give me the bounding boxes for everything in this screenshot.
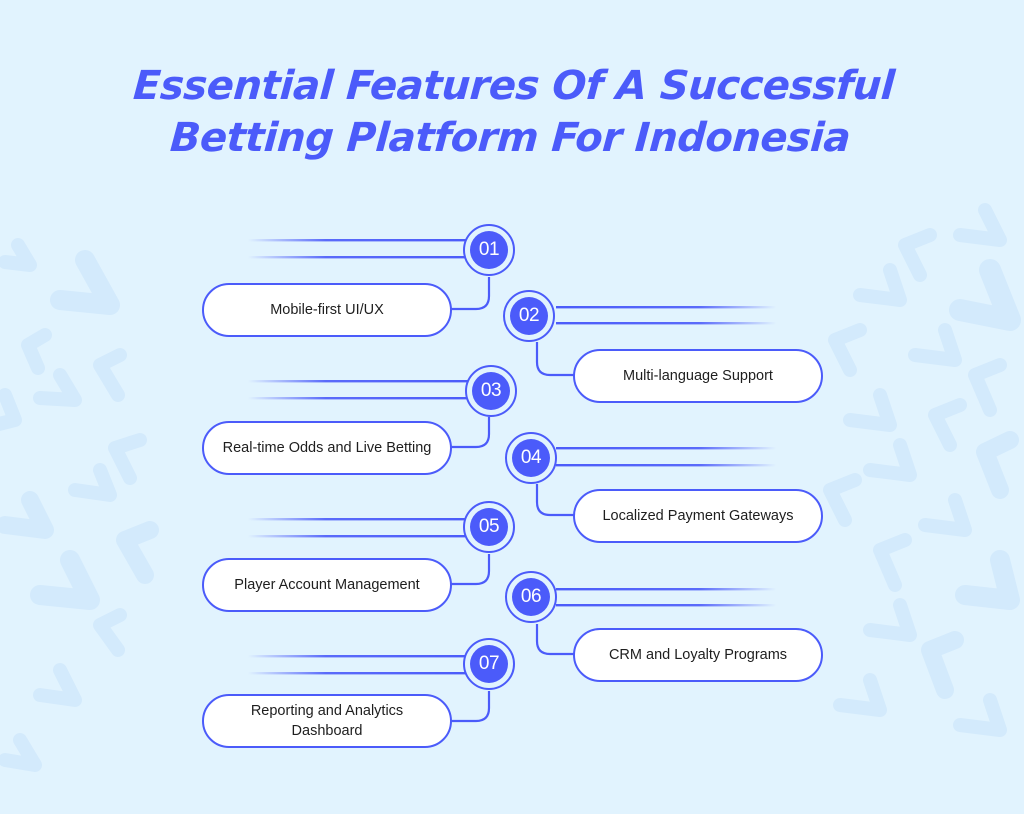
feature-number: 02 <box>510 297 548 335</box>
feature-label: Real-time Odds and Live Betting <box>222 440 432 456</box>
feature-label: Player Account Management <box>234 577 420 593</box>
feature-number-badge-05: 05 <box>463 501 515 553</box>
feature-label: CRM and Loyalty Programs <box>608 647 788 663</box>
feature-number: 04 <box>512 439 550 477</box>
feature-label: Multi-language Support <box>623 368 773 384</box>
feature-label: Mobile-first UI/UX <box>270 302 384 318</box>
feature-pill-reporting-analytics: Reporting and Analytics Dashboard <box>202 694 452 748</box>
feature-pill-crm-loyalty: CRM and Loyalty Programs <box>573 628 823 682</box>
feature-pill-player-account: Player Account Management <box>202 558 452 612</box>
feature-number-badge-06: 06 <box>505 571 557 623</box>
feature-label: Localized Payment Gateways <box>602 508 794 524</box>
feature-number-badge-01: 01 <box>463 224 515 276</box>
feature-number: 01 <box>470 231 508 269</box>
feature-pill-localized-payments: Localized Payment Gateways <box>573 489 823 543</box>
feature-pill-mobile-first: Mobile-first UI/UX <box>202 283 452 337</box>
feature-pill-real-time-odds: Real-time Odds and Live Betting <box>202 421 452 475</box>
feature-number-badge-03: 03 <box>465 365 517 417</box>
feature-number-badge-04: 04 <box>505 432 557 484</box>
feature-label: Reporting and Analytics Dashboard <box>250 703 404 739</box>
feature-number-badge-07: 07 <box>463 638 515 690</box>
feature-pill-multi-language: Multi-language Support <box>573 349 823 403</box>
feature-number-badge-02: 02 <box>503 290 555 342</box>
feature-number: 05 <box>470 508 508 546</box>
feature-number: 03 <box>472 372 510 410</box>
feature-number: 07 <box>470 645 508 683</box>
feature-number: 06 <box>512 578 550 616</box>
